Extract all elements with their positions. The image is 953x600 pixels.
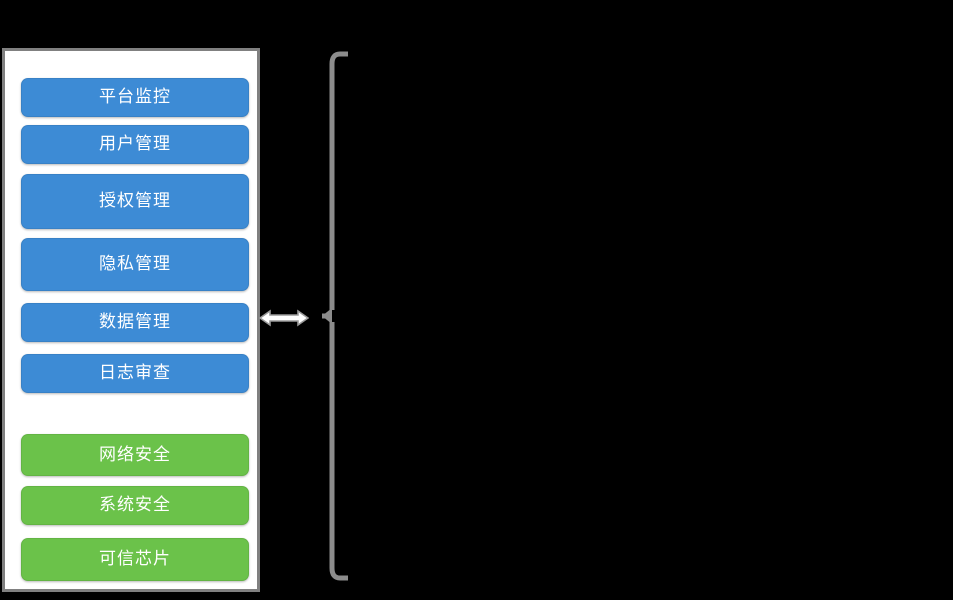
module-button-privacy-management[interactable]: 隐私管理	[21, 238, 249, 291]
right-curly-bracket	[318, 40, 378, 592]
module-button-user-management[interactable]: 用户管理	[21, 125, 249, 164]
module-panel: 平台监控 用户管理 授权管理 隐私管理 数据管理 日志审查 网络安全 系统安全 …	[2, 48, 260, 592]
module-button-log-audit[interactable]: 日志审查	[21, 354, 249, 393]
module-button-data-management[interactable]: 数据管理	[21, 303, 249, 342]
module-button-system-security[interactable]: 系统安全	[21, 486, 249, 525]
module-button-network-security[interactable]: 网络安全	[21, 434, 249, 476]
bidirectional-arrow-icon	[258, 307, 310, 329]
module-button-trusted-chip[interactable]: 可信芯片	[21, 538, 249, 581]
module-button-platform-monitoring[interactable]: 平台监控	[21, 78, 249, 117]
module-button-authorization-management[interactable]: 授权管理	[21, 174, 249, 229]
